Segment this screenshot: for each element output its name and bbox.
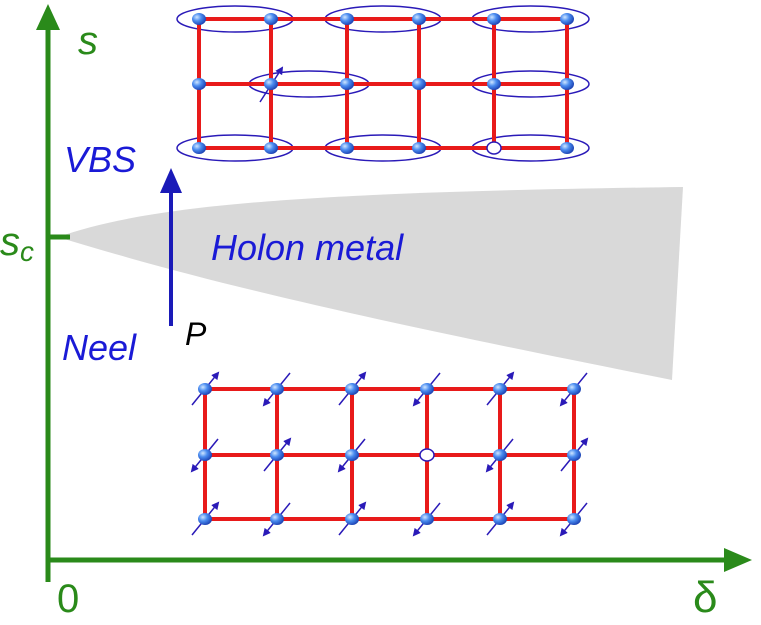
vacancy-site — [419, 448, 435, 462]
lattice-site — [192, 78, 206, 90]
y-axis-label: s — [78, 19, 98, 63]
lattice-site — [198, 513, 212, 525]
lattice-site — [198, 449, 212, 461]
lattice-site — [493, 449, 507, 461]
critical-value-subscript: c — [20, 236, 34, 267]
lattice-site — [345, 383, 359, 395]
vbs-label: VBS — [64, 139, 136, 180]
y-axis-arrowhead — [36, 4, 60, 30]
origin-label: 0 — [57, 577, 79, 620]
point-p-label: P — [185, 316, 207, 352]
x-axis-label: δ — [693, 573, 718, 620]
lattice-site — [493, 513, 507, 525]
lattice-site — [345, 449, 359, 461]
lattice-site — [567, 383, 581, 395]
critical-value-base: s — [0, 220, 20, 264]
holon-metal-region — [58, 187, 683, 380]
lattice-site — [340, 142, 354, 154]
lattice-site — [487, 13, 501, 25]
lattice-site — [493, 383, 507, 395]
axes: s sc 0 δ — [0, 4, 752, 622]
lattice-site — [264, 13, 278, 25]
lattice-site — [198, 383, 212, 395]
lattice-site — [560, 78, 574, 90]
lattice-site — [560, 13, 574, 25]
vacancy-site — [486, 141, 502, 155]
lattice-site — [270, 513, 284, 525]
lattice-site — [412, 78, 426, 90]
lattice-site — [192, 142, 206, 154]
lattice-site — [340, 13, 354, 25]
critical-value-label: sc — [0, 220, 34, 267]
lattice-site — [420, 513, 434, 525]
lattice-site — [340, 78, 354, 90]
lattice-site — [487, 78, 501, 90]
tuning-arrow-head — [160, 168, 182, 193]
vbs-lattice — [176, 5, 590, 162]
lattice-site — [567, 449, 581, 461]
neel-label: Neel — [62, 327, 137, 368]
lattice-site — [412, 142, 426, 154]
neel-lattice — [190, 371, 589, 537]
lattice-site — [270, 383, 284, 395]
lattice-site — [345, 513, 359, 525]
lattice-site — [420, 383, 434, 395]
lattice-site — [270, 449, 284, 461]
lattice-site — [192, 13, 206, 25]
lattice-site — [560, 142, 574, 154]
lattice-site — [264, 142, 278, 154]
lattice-site — [264, 78, 278, 90]
x-axis-arrowhead — [724, 548, 752, 572]
lattice-site — [412, 13, 426, 25]
holon-metal-label: Holon metal — [211, 227, 404, 268]
lattice-site — [567, 513, 581, 525]
